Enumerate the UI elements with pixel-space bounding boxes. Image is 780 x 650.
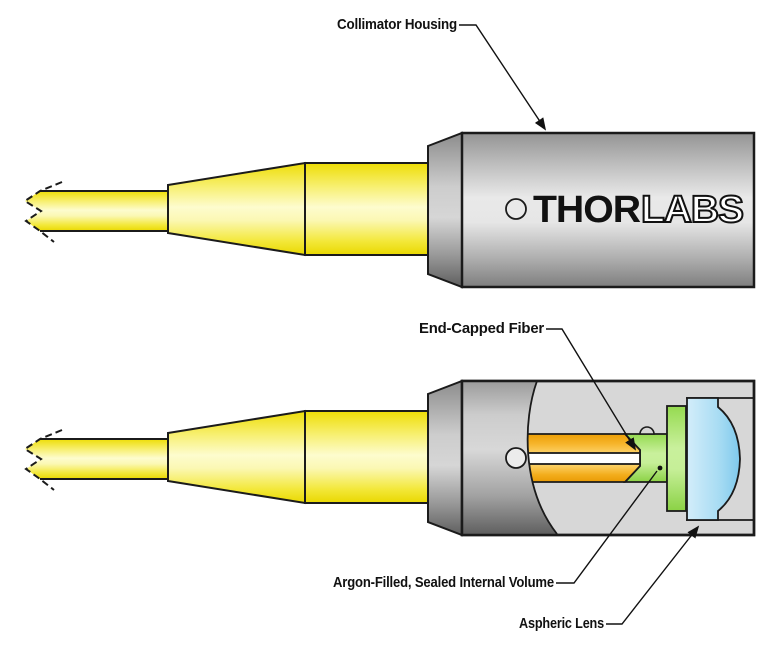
leader-collimator-housing: [459, 24, 547, 131]
fiber-assembly-top: [24, 132, 463, 288]
external-view-figure: THOR LABS: [24, 131, 756, 289]
seal-vent-bump: [639, 426, 655, 435]
setscrew-hole: [505, 198, 527, 220]
leader-end-capped-fiber: [546, 328, 636, 451]
argon-volume-cell: [666, 405, 687, 512]
label-argon-volume: Argon-Filled, Sealed Internal Volume: [333, 574, 554, 591]
argon-leader-dot: [657, 465, 663, 471]
callouts: Collimator Housing End-Capped Fiber Argo…: [333, 16, 700, 632]
setscrew-hole-cutaway: [505, 447, 527, 469]
end-capped-fiber-core: [514, 452, 641, 465]
aspheric-lens: [686, 397, 741, 521]
housing-cut-outline: [460, 379, 756, 537]
leader-aspheric-lens: [606, 525, 700, 625]
fiber-assembly-bottom: [24, 380, 463, 536]
label-end-capped-fiber: End-Capped Fiber: [419, 320, 544, 337]
label-collimator-housing: Collimator Housing: [337, 16, 457, 33]
label-aspheric-lens: Aspheric Lens: [519, 615, 604, 632]
leader-argon-volume: [556, 470, 658, 584]
thorlabs-logo-solid: THOR: [533, 189, 641, 231]
cutaway-boundary-arc: [526, 380, 558, 535]
thorlabs-logo-outline: LABS: [641, 189, 743, 231]
cutaway-view-figure: [24, 379, 756, 537]
